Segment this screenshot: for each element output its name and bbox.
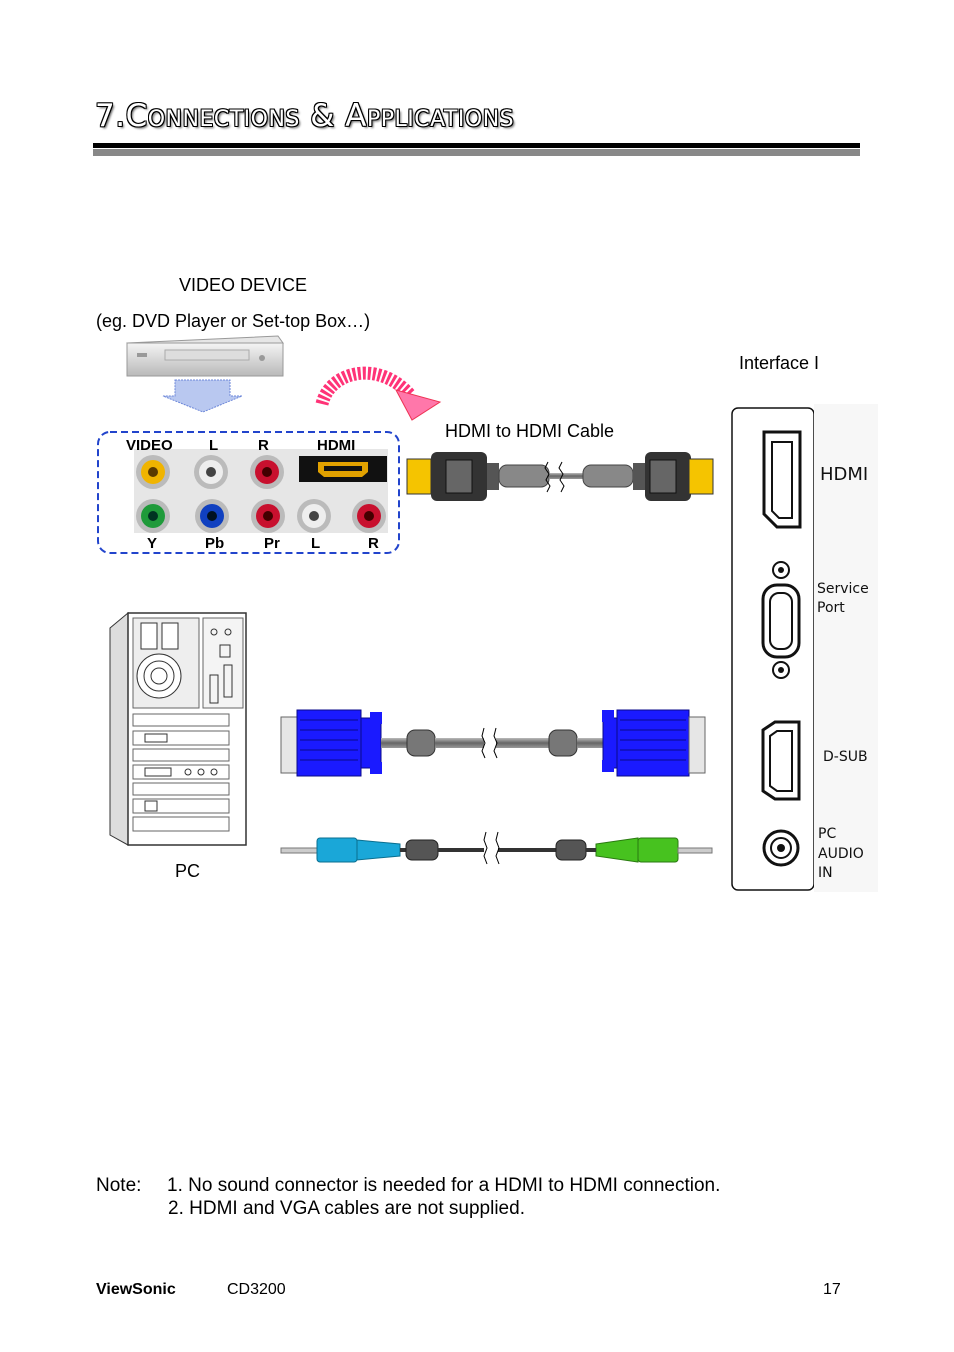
panel-port-label: PC <box>818 826 836 842</box>
note-prefix: Note: <box>96 1175 142 1196</box>
page-number: 17 <box>823 1281 841 1298</box>
l-jack-icon <box>297 499 331 533</box>
service-port-icon <box>761 561 801 679</box>
pc-audio-port-icon <box>762 829 800 867</box>
pc-tower-icon <box>109 611 247 846</box>
hdmi-port-icon <box>299 456 387 482</box>
jack-label: Pr <box>264 535 280 552</box>
audio-cable-icon <box>280 831 713 865</box>
hdmi-cable-label: HDMI to HDMI Cable <box>445 421 615 441</box>
video-device-example: (eg. DVD Player or Set-top Box…) <box>96 311 371 331</box>
panel-port-label: Service <box>817 581 869 597</box>
audio-r-jack-icon <box>250 455 284 489</box>
panel-port-label: Port <box>817 600 845 616</box>
pc-label: PC <box>175 861 201 881</box>
monitor-panel <box>731 404 878 892</box>
note-line-2: 2. HDMI and VGA cables are not supplied. <box>168 1198 525 1219</box>
jack-label: Y <box>147 535 157 552</box>
d-sub-port-icon <box>761 720 801 801</box>
heading-rule <box>93 143 860 148</box>
video-jack-icon <box>136 455 170 489</box>
panel-port-label: D-SUB <box>823 749 868 765</box>
audio-l-jack-icon <box>194 455 228 489</box>
vga-cable-icon <box>280 709 706 777</box>
y-jack-icon <box>136 499 170 533</box>
jack-label: R <box>368 535 379 552</box>
curved-arrow-icon <box>315 366 442 421</box>
down-arrow-icon <box>162 379 243 413</box>
footer-model: CD3200 <box>227 1281 286 1298</box>
jack-label: HDMI <box>317 437 355 454</box>
heading-rule-shadow <box>93 149 860 156</box>
jack-label: Pb <box>205 535 224 552</box>
jack-label: L <box>209 437 218 454</box>
jack-label: L <box>311 535 320 552</box>
footer-brand: ViewSonic <box>96 1281 176 1298</box>
note-line-1: 1. No sound connector is needed for a HD… <box>167 1175 721 1196</box>
r-jack-icon <box>352 499 386 533</box>
interface-label: Interface I <box>739 353 820 373</box>
panel-port-label: AUDIO <box>818 846 864 862</box>
hdmi-cable-icon <box>406 452 714 501</box>
jack-label: VIDEO <box>126 437 173 454</box>
dvd-player-icon <box>126 335 284 377</box>
pr-jack-icon <box>251 499 285 533</box>
jack-label: R <box>258 437 269 454</box>
pb-jack-icon <box>195 499 229 533</box>
video-device-title: VIDEO DEVICE <box>179 275 308 295</box>
hdmi-panel-port-icon <box>762 430 802 529</box>
panel-port-label: HDMI <box>820 464 868 485</box>
section-heading: 7.Connections & Applications <box>95 98 515 134</box>
panel-port-label: IN <box>818 865 833 881</box>
